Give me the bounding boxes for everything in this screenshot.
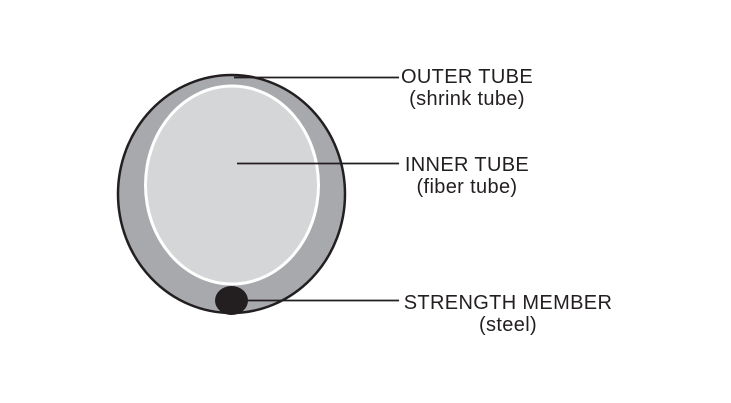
inner-tube-label: INNER TUBE [404,154,530,176]
inner-tube-sublabel: (fiber tube) [416,176,518,198]
inner-tube-callout: INNER TUBE (fiber tube) [357,154,577,198]
strength-member-sublabel: (steel) [478,314,538,336]
strength-member-label: STRENGTH MEMBER [403,292,613,314]
outer-tube-sublabel: (shrink tube) [409,88,525,110]
strength-member-callout: STRENGTH MEMBER (steel) [397,292,619,336]
inner-tube-shape [147,87,317,283]
outer-tube-outline [116,73,347,315]
outer-tube-label: OUTER TUBE [400,66,534,88]
strength-member-shape [215,286,248,315]
outer-tube-callout: OUTER TUBE (shrink tube) [357,66,577,110]
